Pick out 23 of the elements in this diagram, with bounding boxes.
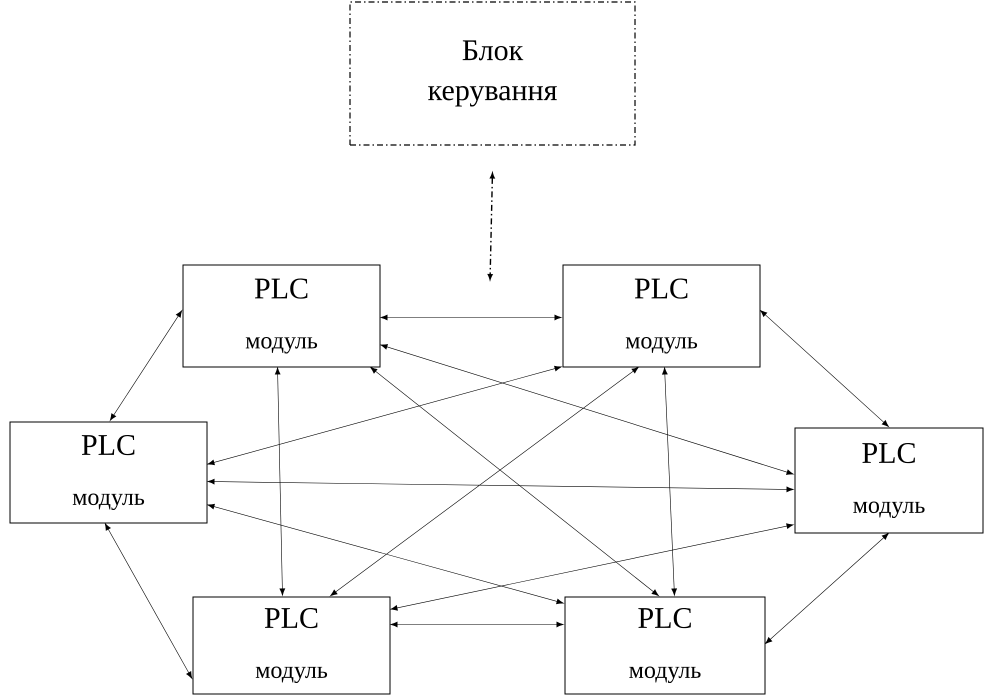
module-box: PLC модуль — [192, 596, 390, 694]
arrow — [207, 478, 794, 492]
arrow — [760, 310, 889, 427]
module-box: PLC модуль — [794, 428, 984, 534]
arrow — [380, 344, 794, 475]
arrow — [370, 366, 659, 596]
arrow — [330, 366, 639, 596]
arrow — [207, 504, 564, 604]
module-box: PLC модуль — [182, 264, 380, 368]
arrow — [765, 533, 889, 644]
arrow — [110, 310, 182, 421]
arrow — [488, 172, 495, 280]
arrow — [390, 523, 794, 611]
arrow — [390, 622, 564, 628]
arrow — [274, 367, 286, 596]
arrow — [662, 367, 677, 596]
module-box: PLC модуль — [10, 422, 208, 524]
arrow — [380, 314, 562, 320]
module-box: PLC модуль — [564, 596, 766, 694]
module-box: PLC модуль — [562, 264, 760, 368]
arrow — [104, 523, 192, 679]
control-box: Блок керування — [349, 1, 636, 146]
arrow — [207, 366, 562, 466]
